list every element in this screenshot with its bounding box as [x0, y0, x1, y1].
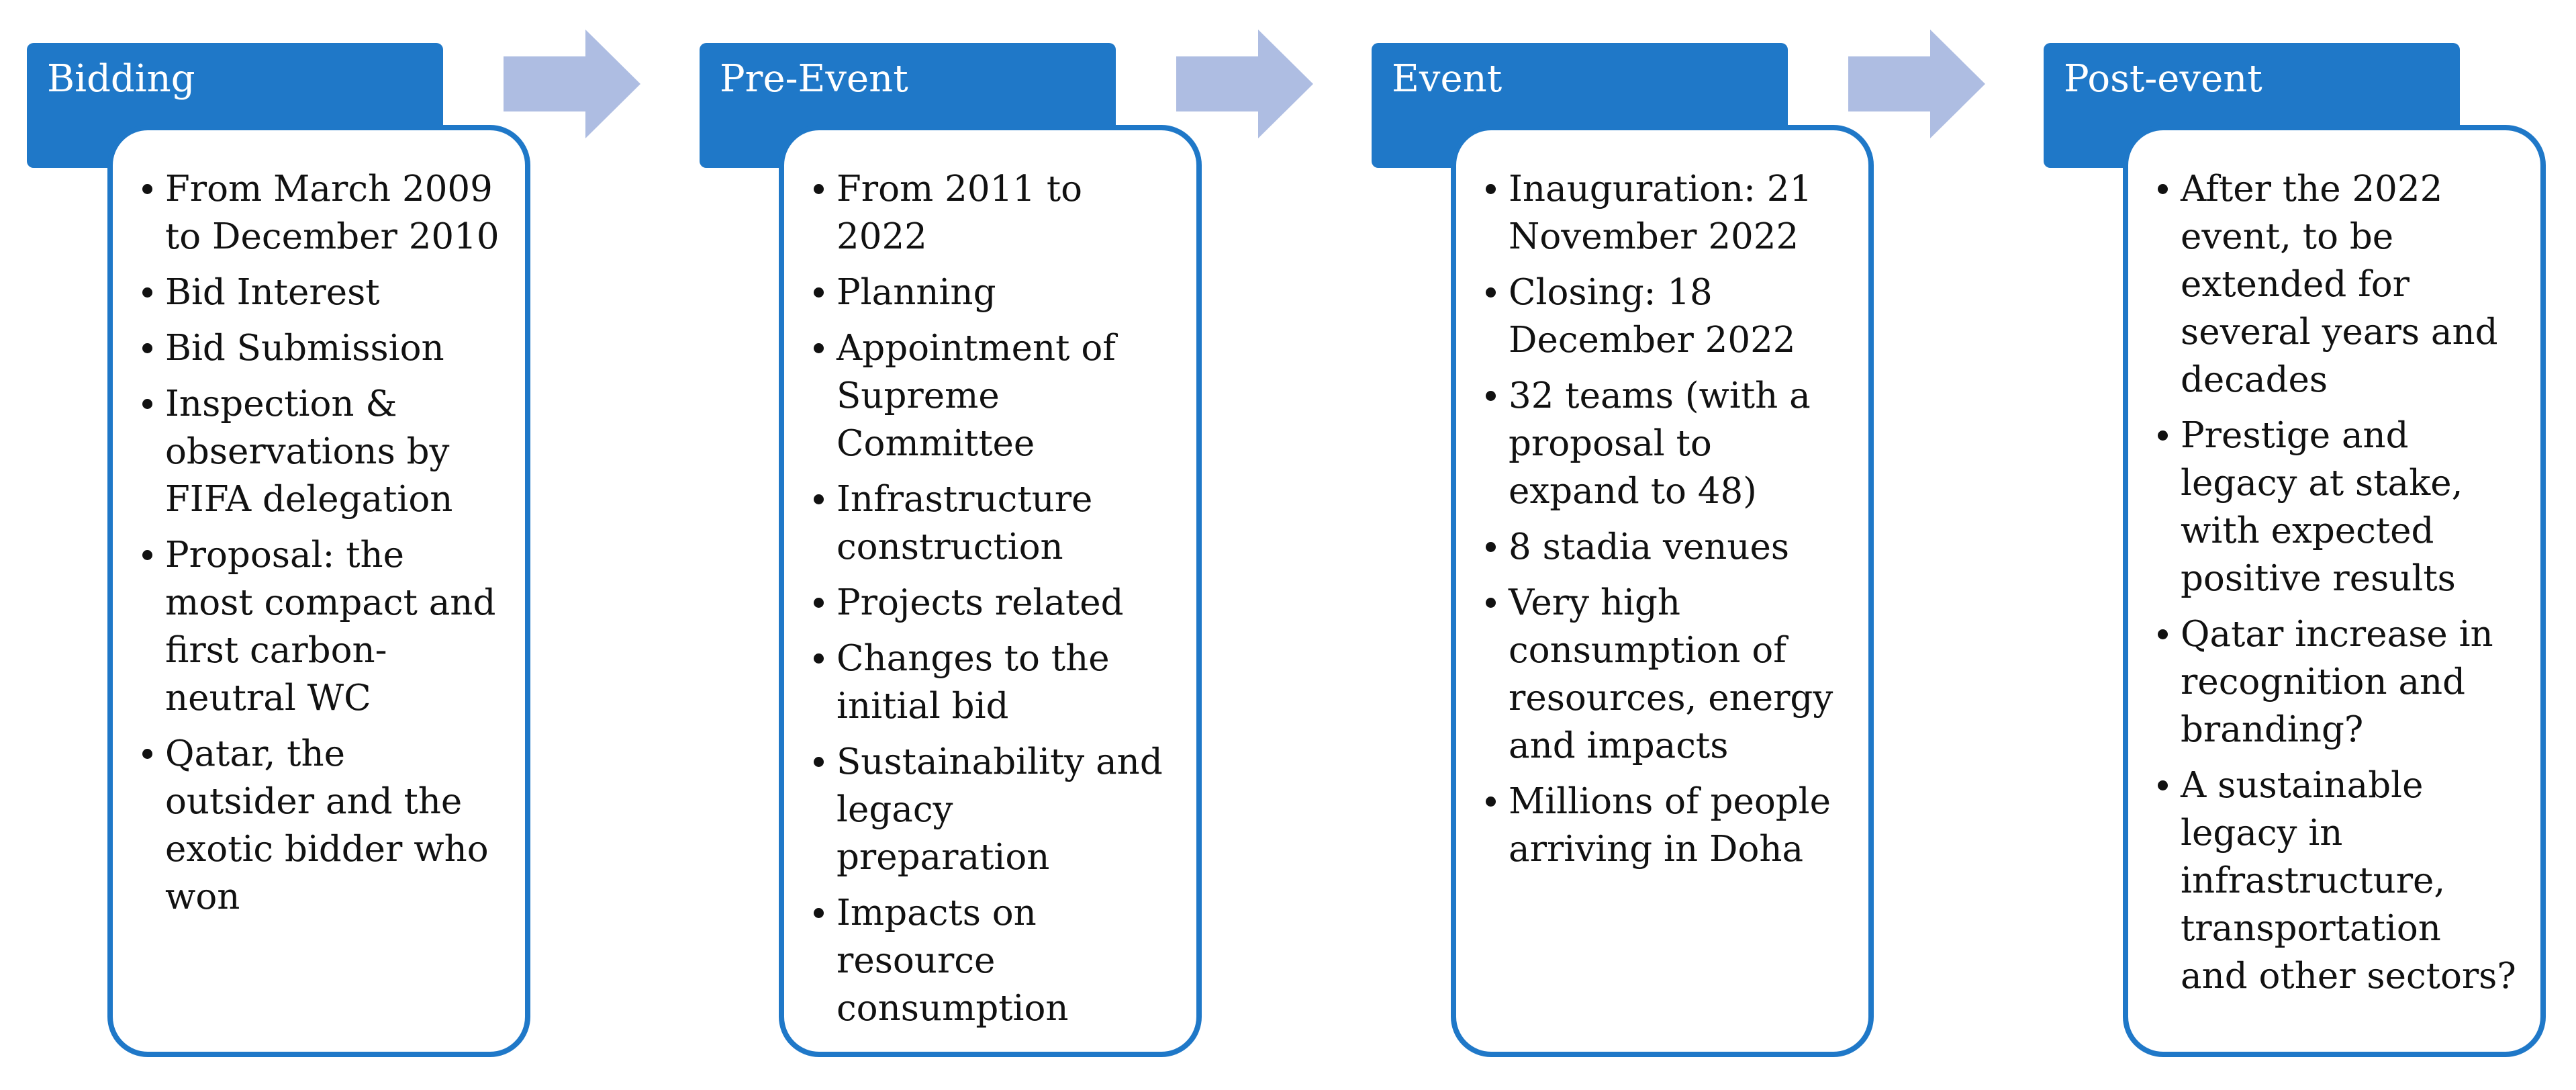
list-item: Bid Submission: [142, 324, 502, 372]
list-item: After the 2022 event, to be extended for…: [2158, 165, 2518, 404]
stage-details-card: Inauguration: 21 November 2022 Closing: …: [1451, 125, 1874, 1057]
list-item: Impacts on resource consumption: [814, 889, 1174, 1032]
list-item: Closing: 18 December 2022: [1486, 269, 1846, 364]
stage-details-list: After the 2022 event, to be extended for…: [2158, 165, 2518, 1000]
list-item: From 2011 to 2022: [814, 165, 1174, 261]
stage-title: Bidding: [47, 57, 195, 101]
right-arrow-icon: [1176, 30, 1313, 138]
list-item: Bid Interest: [142, 269, 502, 316]
stage-title: Pre-Event: [720, 57, 908, 101]
list-item: 32 teams (with a proposal to expand to 4…: [1486, 372, 1846, 515]
list-item: A sustainable legacy in infrastructure, …: [2158, 762, 2518, 1000]
right-arrow-icon: [504, 30, 640, 138]
list-item: Qatar, the outsider and the exotic bidde…: [142, 730, 502, 921]
right-arrow-icon: [1848, 30, 1985, 138]
list-item: 8 stadia venues: [1486, 523, 1846, 571]
list-item: Millions of people arriving in Doha: [1486, 778, 1846, 873]
stage-title: Post-event: [2064, 57, 2262, 101]
list-item: Sustainability and legacy preparation: [814, 738, 1174, 881]
list-item: Inauguration: 21 November 2022: [1486, 165, 1846, 261]
stage-details-card: From 2011 to 2022 Planning Appointment o…: [779, 125, 1202, 1057]
stage-details-card: From March 2009 to December 2010 Bid Int…: [107, 125, 530, 1057]
list-item: Appointment of Supreme Committee: [814, 324, 1174, 467]
list-item: Very high consumption of resources, ener…: [1486, 579, 1846, 770]
list-item: Planning: [814, 269, 1174, 316]
list-item: Changes to the initial bid: [814, 635, 1174, 730]
list-item: Projects related: [814, 579, 1174, 627]
stage-details-list: From March 2009 to December 2010 Bid Int…: [142, 165, 502, 921]
list-item: From March 2009 to December 2010: [142, 165, 502, 261]
list-item: Qatar increase in recognition and brandi…: [2158, 610, 2518, 754]
list-item: Proposal: the most compact and first car…: [142, 531, 502, 722]
stage-details-list: Inauguration: 21 November 2022 Closing: …: [1486, 165, 1846, 873]
list-item: Inspection & observations by FIFA delega…: [142, 380, 502, 523]
stage-title: Event: [1392, 57, 1502, 101]
list-item: Prestige and legacy at stake, with expec…: [2158, 412, 2518, 602]
stage-details-list: From 2011 to 2022 Planning Appointment o…: [814, 165, 1174, 1032]
stage-details-card: After the 2022 event, to be extended for…: [2123, 125, 2546, 1057]
list-item: Infrastructure construction: [814, 475, 1174, 571]
